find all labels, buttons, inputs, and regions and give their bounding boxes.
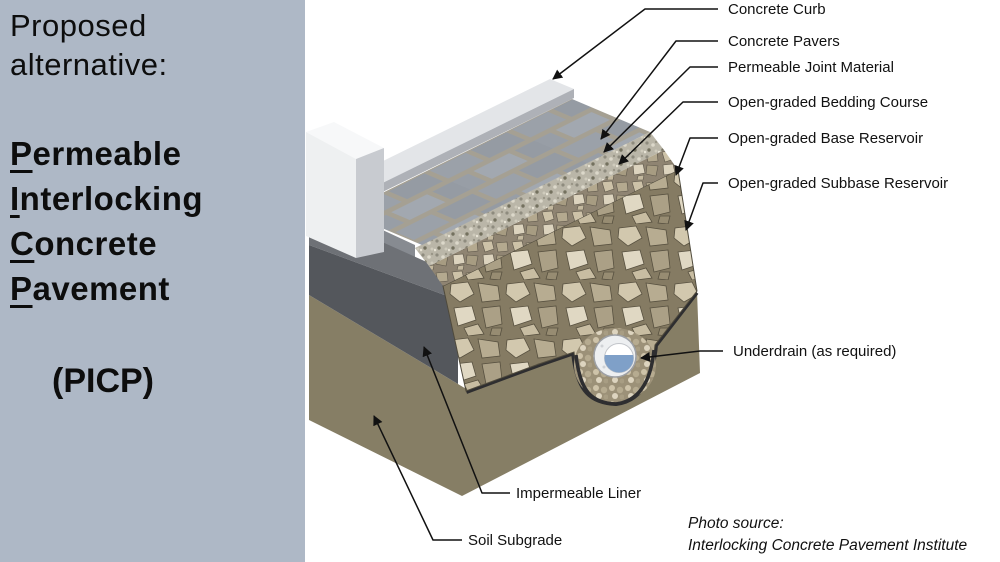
bedding-course-layer [415, 132, 664, 266]
word-rest: nterlocking [19, 180, 204, 217]
concrete-curb-bar-step [346, 89, 574, 210]
soil-subgrade-shape [309, 291, 700, 496]
cut-face-dark [309, 245, 458, 384]
base-reservoir-layer [429, 150, 678, 286]
concrete-pavers-surface [344, 99, 650, 245]
leader-underdrain [640, 350, 723, 362]
underlined-letter: I [10, 180, 20, 217]
label-concrete-curb: Concrete Curb [728, 1, 826, 18]
label-impermeable-liner: Impermeable Liner [516, 485, 641, 502]
acronym-title: Permeable Interlocking Concrete Pavement [10, 131, 203, 311]
word-rest: oncrete [34, 225, 158, 262]
corner-curb-top [306, 122, 384, 159]
liner-trench-arc [574, 349, 656, 406]
intro-line-2: alternative: [10, 47, 168, 82]
word-rest: ermeable [32, 135, 182, 172]
label-bedding-course: Open-graded Bedding Course [728, 94, 928, 111]
leader-concrete-pavers [600, 40, 718, 140]
underlined-letter: P [10, 135, 33, 172]
photo-source-caption-line2: Interlocking Concrete Pavement Institute [688, 537, 968, 554]
label-permeable-joint-material: Permeable Joint Material [728, 59, 894, 76]
pipe-perforation-1 [600, 344, 604, 348]
photo-source-caption-line1: Photo source: [688, 515, 784, 532]
acronym-word-permeable: Permeable [10, 131, 203, 176]
leader-soil-subgrade [373, 415, 462, 541]
label-subbase-reservoir: Open-graded Subbase Reservoir [728, 175, 948, 192]
leader-impermeable-liner [422, 346, 510, 494]
title-panel: Proposed alternative: Permeable Interloc… [0, 0, 305, 562]
acronym-abbreviation: (PICP) [52, 362, 154, 400]
intro-line-1: Proposed [10, 8, 147, 43]
acronym-word-pavement: Pavement [10, 266, 203, 311]
acronym-word-interlocking: Interlocking [10, 176, 203, 221]
leader-base-reservoir [674, 137, 718, 176]
label-underdrain: Underdrain (as required) [733, 343, 896, 360]
leader-permeable-joint-material [603, 66, 718, 153]
leader-subbase-reservoir [684, 182, 718, 231]
acronym-word-concrete: Concrete [10, 221, 203, 266]
corner-curb-side [356, 148, 384, 258]
label-soil-subgrade: Soil Subgrade [468, 532, 562, 549]
underlined-letter: C [10, 225, 35, 262]
label-concrete-pavers: Concrete Pavers [728, 33, 840, 50]
underdrain-water [604, 355, 634, 373]
leader-bedding-course [618, 101, 718, 165]
label-base-reservoir: Open-graded Base Reservoir [728, 130, 923, 147]
concrete-curb-bar-top [322, 79, 574, 201]
slide-intro: Proposed alternative: [10, 6, 168, 84]
corner-curb-front [306, 132, 356, 258]
pipe-perforation-2 [602, 365, 606, 369]
word-rest: avement [32, 270, 170, 307]
underlined-letter: P [10, 270, 33, 307]
leader-concrete-curb [552, 8, 718, 80]
